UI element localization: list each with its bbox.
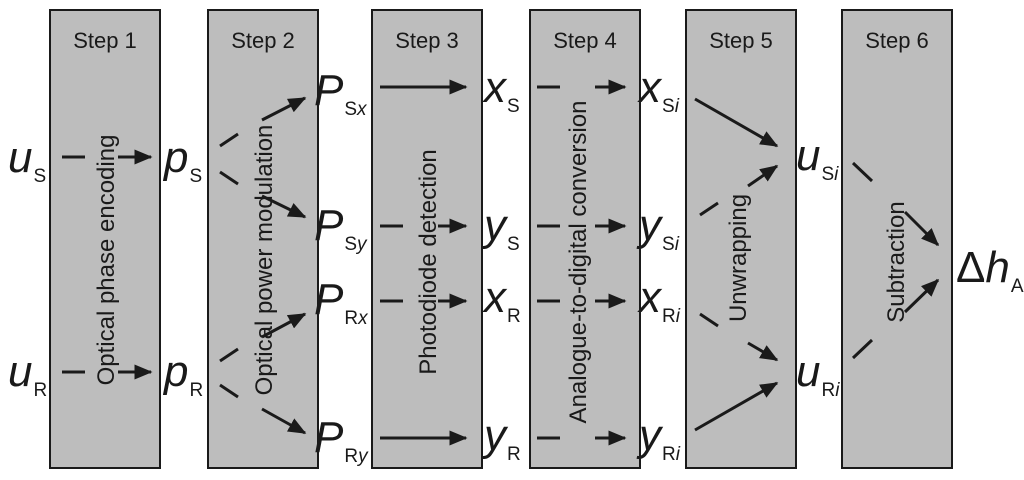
var-y-ri: yRi [636, 411, 681, 465]
step-5-label: Unwrapping [725, 194, 752, 322]
var-x-si: xSi [637, 63, 680, 117]
arrow-usi-dh [851, 161, 938, 245]
step-4-label: Analogue-to-digital conversion [565, 101, 592, 424]
step-6-title: Step 6 [865, 28, 929, 53]
step-3-title: Step 3 [395, 28, 459, 53]
var-x-s: xS [482, 63, 520, 117]
step-4-box: Step 4 Analogue-to-digital conversion [529, 9, 641, 469]
var-y-s: yS [481, 201, 520, 255]
var-y-si: ySi [636, 201, 680, 255]
step-6-box: Step 6 Subtraction [841, 9, 953, 469]
step-2-box: Step 2 Optical power modulation [207, 9, 319, 469]
step-1-label: Optical phase encoding [93, 135, 120, 386]
step-2-label: Optical power modulation [251, 125, 278, 396]
var-u-r: uR [8, 347, 47, 401]
var-P-sx: PSx [314, 66, 368, 120]
step-1-box: Step 1 Optical phase encoding [49, 9, 161, 469]
step-4-title: Step 4 [553, 28, 617, 53]
step-6-label: Subtraction [883, 201, 910, 322]
arrow-xsi-usi [694, 97, 779, 148]
arrow-pr-pry [219, 383, 305, 433]
step-1-title: Step 1 [73, 28, 137, 53]
var-u-ri: uRi [796, 347, 840, 401]
var-x-r: xR [482, 273, 521, 327]
arrows [62, 87, 938, 438]
var-p-r: pR [162, 347, 203, 401]
arrow-ysi-usi [699, 166, 777, 217]
var-P-sy: PSy [314, 201, 368, 255]
var-P-rx: PRx [314, 275, 369, 329]
arrow-xri-uri [699, 312, 777, 360]
step-3-label: Photodiode detection [415, 149, 442, 375]
arrow-pr-prx [219, 314, 305, 363]
variables: uS uR pS pR PSx PSy PRx PRy xS yS xR yR … [8, 63, 1024, 467]
var-delta-h-ai: ΔhAi [956, 243, 1024, 297]
arrow-uri-dh [851, 280, 938, 360]
var-y-r: yR [481, 411, 521, 465]
var-u-s: uS [8, 133, 46, 187]
step-3-box: Step 3 Photodiode detection [371, 9, 483, 469]
var-p-s: pS [162, 133, 202, 187]
step-2-title: Step 2 [231, 28, 295, 53]
arrow-yri-uri [694, 381, 779, 432]
arrow-ps-psy [219, 170, 305, 217]
arrow-ps-psx [219, 98, 305, 148]
var-u-si: uSi [796, 131, 839, 185]
var-x-ri: xRi [637, 273, 681, 327]
step-5-box: Step 5 Unwrapping [685, 9, 797, 469]
var-P-ry: PRy [314, 413, 369, 467]
step-5-title: Step 5 [709, 28, 773, 53]
